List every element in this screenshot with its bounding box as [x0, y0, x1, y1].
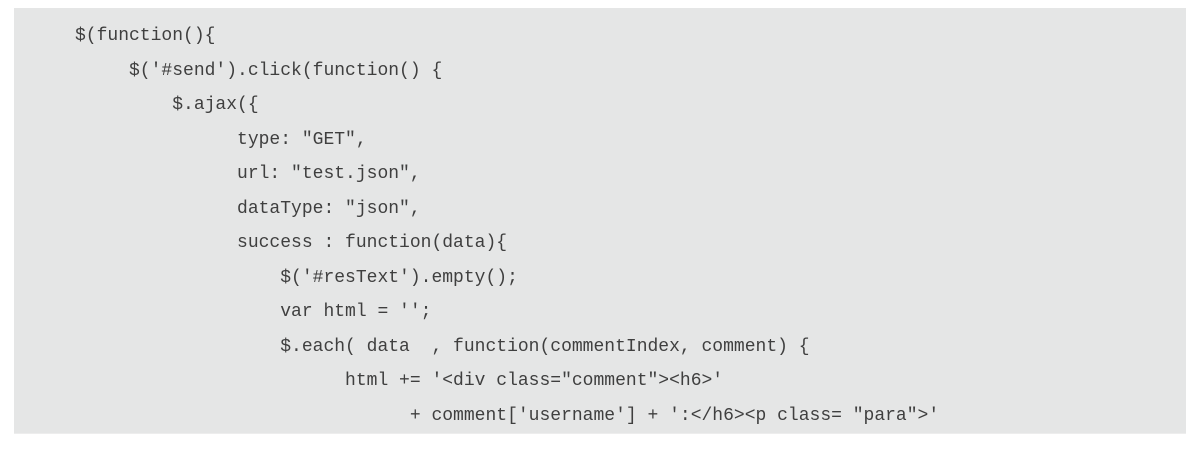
code-line: $.each( data , function(commentIndex, co… — [75, 336, 810, 357]
code-line: type: "GET", — [75, 129, 367, 150]
code-line: html += '<div class="comment"><h6>' — [75, 371, 724, 391]
code-line: $(function(){ — [75, 26, 216, 46]
code-line: + comment['username'] + ':</h6><p class=… — [75, 405, 940, 426]
code-line: url: "test.json", — [75, 164, 421, 184]
code-snippet-panel: $(function(){ $('#send').click(function(… — [14, 8, 1186, 434]
code-line: dataType: "json", — [75, 198, 421, 219]
code-line: $.ajax({ — [75, 95, 259, 115]
code-line: $('#resText').empty(); — [75, 267, 518, 288]
code-line: $('#send').click(function() { — [75, 60, 443, 81]
code-line: var html = ''; — [75, 302, 432, 322]
code-line: success : function(data){ — [75, 233, 508, 253]
